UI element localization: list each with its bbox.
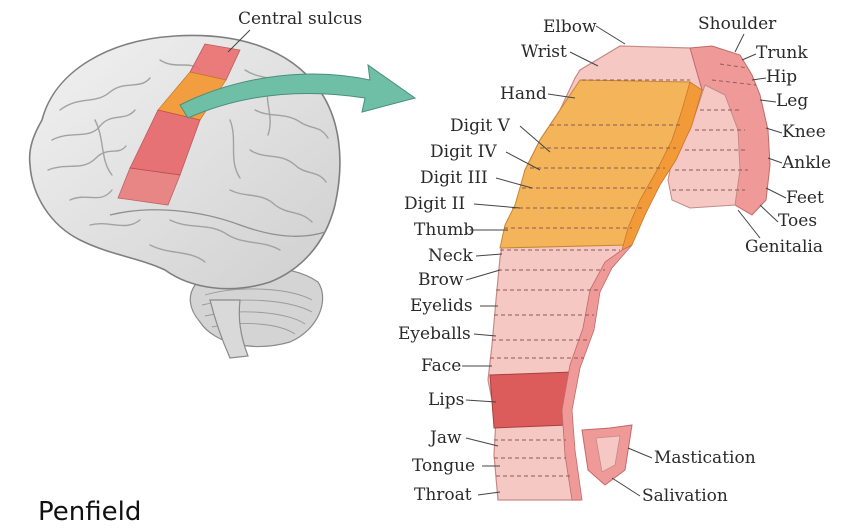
label-wrist: Wrist: [521, 42, 567, 62]
label-digit-v: Digit V: [450, 116, 511, 136]
label-tongue: Tongue: [412, 456, 475, 476]
label-throat: Throat: [414, 485, 472, 505]
label-face: Face: [421, 356, 461, 376]
central-sulcus-label: Central sulcus: [238, 9, 362, 29]
label-digit-ii: Digit II: [404, 194, 465, 214]
label-ankle: Ankle: [781, 153, 831, 173]
label-shoulder: Shoulder: [698, 14, 777, 34]
label-genitalia: Genitalia: [745, 237, 823, 257]
label-hip: Hip: [766, 67, 797, 87]
label-salivation: Salivation: [642, 486, 728, 506]
label-hand: Hand: [500, 84, 547, 104]
label-lips: Lips: [428, 390, 464, 410]
label-eyeballs: Eyeballs: [398, 324, 471, 344]
label-thumb: Thumb: [414, 220, 474, 240]
label-digit-iii: Digit III: [420, 168, 488, 188]
label-jaw: Jaw: [428, 428, 462, 448]
credit-penfield: Penfield: [38, 497, 141, 527]
label-elbow: Elbow: [543, 17, 597, 37]
label-eyelids: Eyelids: [410, 296, 473, 316]
motor-cortex-strip: [488, 46, 770, 500]
label-trunk: Trunk: [756, 43, 808, 63]
label-feet: Feet: [786, 188, 824, 208]
label-neck: Neck: [428, 246, 473, 266]
label-brow: Brow: [418, 270, 464, 290]
label-leg: Leg: [776, 91, 808, 111]
label-mastication: Mastication: [654, 448, 756, 468]
label-knee: Knee: [782, 122, 826, 142]
label-toes: Toes: [778, 211, 817, 231]
label-digit-iv: Digit IV: [430, 142, 497, 162]
lips-region: [490, 372, 572, 428]
